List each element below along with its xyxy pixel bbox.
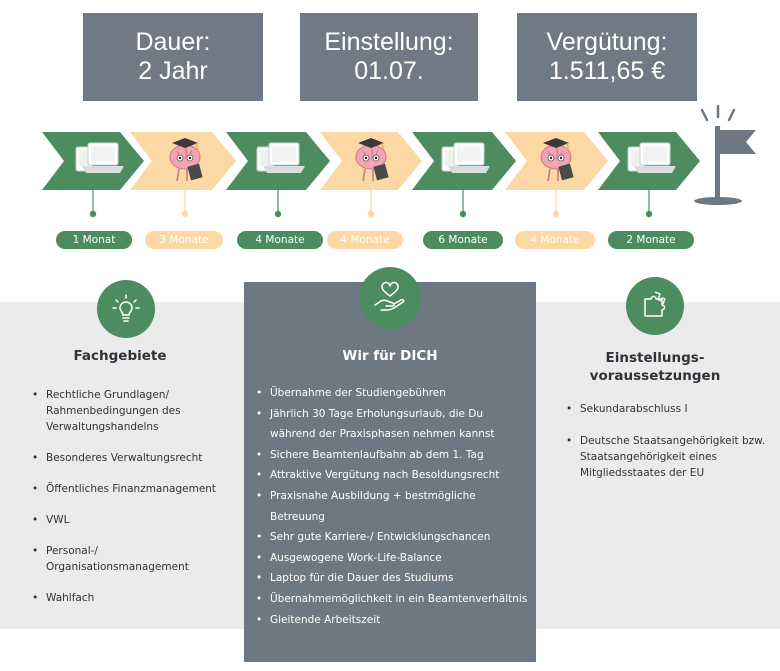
- duration-value: 2 Jahr: [138, 57, 208, 85]
- duration-label: Dauer:: [135, 28, 211, 56]
- list-item: Gleitende Arbeitszeit: [256, 610, 528, 631]
- start-date-label: Einstellung:: [324, 28, 454, 56]
- timeline-phase-1: [42, 132, 144, 190]
- list-item: Wahlfach: [32, 590, 232, 606]
- list-item: Laptop für die Dauer des Studiums: [256, 568, 528, 589]
- list-item: Sehr gute Karriere-/ Entwicklungschancen: [256, 527, 528, 548]
- list-item: Ausgewogene Work-Life-Balance: [256, 548, 528, 569]
- benefits-title: Wir für DICH: [342, 348, 438, 364]
- subjects-list: Rechtliche Grundlagen/ Rahmenbedingungen…: [32, 387, 232, 621]
- list-item: Übernahme der Studiengebühren: [256, 383, 528, 404]
- requirements-title: Einstellungs- voraussetzungen: [575, 349, 735, 385]
- phase-duration-pill: 4 Monate: [327, 231, 403, 249]
- laptop-phone-icon: [441, 142, 491, 174]
- list-item: Attraktive Vergütung nach Besoldungsrech…: [256, 465, 528, 486]
- laptop-phone-icon: [627, 142, 677, 174]
- lightbulb-icon: [97, 280, 155, 338]
- finish-flag-icon: [694, 104, 756, 205]
- salary-value: 1.511,65 €: [548, 57, 666, 85]
- phase-duration-pill: 2 Monate: [608, 231, 694, 249]
- salary-box: Vergütung: 1.511,65 €: [517, 13, 697, 101]
- phase-duration-pill: 4 Monate: [515, 231, 595, 249]
- timeline-phase-4: [320, 132, 422, 190]
- timeline-phase-3: [226, 132, 330, 190]
- laptop-phone-icon: [256, 142, 306, 174]
- timeline-phase-7: [598, 132, 700, 190]
- benefits-list: Übernahme der Studiengebühren Jährlich 3…: [256, 383, 528, 630]
- start-date-box: Einstellung: 01.07.: [300, 13, 478, 101]
- phase-connectors: [89, 190, 653, 218]
- heart-hand-icon: [359, 267, 421, 329]
- salary-label: Vergütung:: [546, 28, 668, 56]
- list-item: Personal-/ Organisationsmanagement: [32, 543, 232, 575]
- list-item: Deutsche Staatsangehörigkeit bzw. Staats…: [566, 433, 766, 481]
- list-item: Übernahmemöglichkeit in ein Beamtenverhä…: [256, 589, 528, 610]
- requirements-title-line2: voraussetzungen: [589, 368, 721, 384]
- phase-duration-pill: 6 Monate: [423, 231, 503, 249]
- subjects-title: Fachgebiete: [73, 348, 167, 364]
- list-item: VWL: [32, 512, 232, 528]
- requirements-list: Sekundarabschluss I Deutsche Staatsangeh…: [566, 401, 766, 497]
- timeline-phase-6: [505, 132, 608, 190]
- duration-box: Dauer: 2 Jahr: [83, 13, 263, 101]
- phase-duration-pill: 4 Monate: [237, 231, 323, 249]
- timeline-phase-5: [412, 132, 516, 190]
- timeline-phase-2: [130, 132, 236, 190]
- list-item: Jährlich 30 Tage Erholungsurlaub, die Du…: [256, 404, 528, 445]
- phase-timeline: [42, 104, 756, 218]
- puzzle-icon: [626, 277, 684, 335]
- phase-duration-pill: 1 Monat: [56, 231, 132, 249]
- laptop-phone-icon: [75, 142, 125, 174]
- list-item: Besonderes Verwaltungsrecht: [32, 450, 232, 466]
- list-item: Öffentliches Finanzmanagement: [32, 481, 232, 497]
- list-item: Sekundarabschluss I: [566, 401, 766, 417]
- list-item: Sichere Beamtenlaufbahn ab dem 1. Tag: [256, 445, 528, 466]
- phase-duration-pill: 3 Monate: [145, 231, 223, 249]
- list-item: Rechtliche Grundlagen/ Rahmenbedingungen…: [32, 387, 232, 435]
- start-date-value: 01.07.: [354, 57, 424, 85]
- list-item: Praxisnahe Ausbildung + bestmögliche Bet…: [256, 486, 528, 527]
- requirements-title-line1: Einstellungs-: [605, 350, 705, 366]
